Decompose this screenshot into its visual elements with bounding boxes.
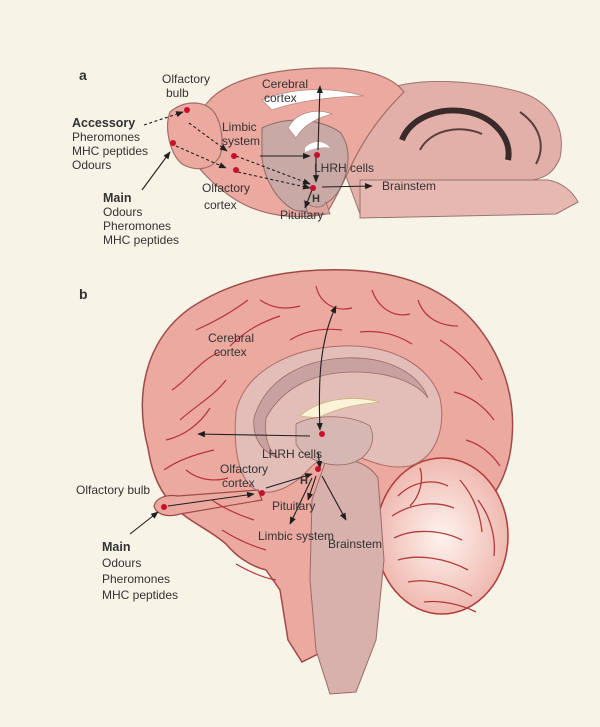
node-hypothalamus-b [315, 466, 321, 472]
arrow-limbic-to-h [235, 155, 311, 185]
arrow-bulb-to-limbic [188, 122, 228, 152]
arrow-to-pituitary [304, 189, 313, 209]
label-pituitary-b: Pituitary [272, 499, 315, 513]
node-lhrh [314, 152, 320, 158]
panel-a-nodes [170, 107, 320, 191]
panel-b-letter: b [79, 286, 88, 302]
label-cerebral-cortex: Cerebral [262, 77, 308, 91]
arrow-to-cortex [316, 85, 323, 151]
rodent-white-matter [305, 142, 330, 152]
label-limbic-system: system [222, 134, 260, 148]
arrow-lhrh-cortex [316, 305, 337, 431]
node-olfactory-bulb-b [161, 504, 167, 510]
panel-b: b [76, 268, 514, 695]
arrow-ocortex-to-h [265, 473, 313, 489]
label-limbic-system-b: Limbic system [258, 529, 334, 543]
arrow-lhrh-to-limbic-front [197, 431, 311, 438]
accessory-item: MHC peptides [72, 144, 148, 158]
cerebellum-fold [419, 128, 483, 151]
accessory-title: Accessory [72, 116, 135, 130]
label-brainstem-b: Brainstem [328, 537, 382, 551]
accessory-item: Pheromones [72, 130, 140, 144]
arrow-accessory-input [143, 111, 184, 126]
node-main-bulb [170, 140, 176, 146]
arrow-to-pituitary [307, 475, 317, 501]
label-olfactory-bulb-b: Olfactory bulb [76, 483, 150, 497]
label-lhrh-cells: LHRH cells [314, 161, 374, 175]
cortical-sulci [163, 285, 501, 581]
main-title-b: Main [102, 540, 130, 554]
label-brainstem: Brainstem [382, 179, 436, 193]
label-lhrh-cells-b: LHRH cells [262, 447, 322, 461]
arrow-ocortex-to-h [237, 171, 311, 190]
main-title-a: Main [103, 191, 131, 205]
arrow-main-input [141, 151, 171, 191]
label-limbic-system: Limbic [222, 120, 257, 134]
label-cerebral-cortex: cortex [264, 91, 297, 105]
label-hypothalamus: H [312, 193, 320, 205]
node-lhrh-b [319, 431, 325, 437]
label-olfactory-cortex-b: cortex [222, 476, 255, 490]
label-olfactory-cortex-b: Olfactory [220, 462, 268, 476]
label-olfactory-cortex: Olfactory [202, 181, 250, 195]
human-cerebellum [375, 457, 509, 615]
cerebellum-fold [399, 107, 512, 161]
label-olfactory-bulb: Olfactory [162, 72, 210, 86]
main-item-b: MHC peptides [102, 588, 178, 602]
rodent-olfactory-bulb [167, 102, 223, 170]
arrow-to-brainstem [321, 475, 347, 521]
panel-b-arrows [129, 305, 347, 535]
rodent-white-matter [261, 89, 365, 111]
node-hypothalamus [310, 185, 316, 191]
main-item-a: Odours [103, 205, 142, 219]
cerebellar-folia [391, 467, 496, 613]
panel-a-arrows [141, 85, 373, 209]
label-hypothalamus-b: H [300, 475, 308, 487]
node-olfactory-cortex [233, 167, 239, 173]
panel-a: a [72, 67, 579, 247]
label-olfactory-bulb: bulb [166, 86, 189, 100]
arrow-to-brainstem [321, 183, 373, 190]
human-brainstem [309, 458, 385, 695]
rodent-deep-structures [261, 119, 349, 212]
arrow-lhrh-to-h [316, 451, 323, 469]
node-limbic [231, 153, 237, 159]
main-item-b: Odours [102, 556, 141, 570]
arrow-main-to-ocortex [175, 145, 227, 169]
arrow-bulb-to-ocortex [167, 491, 255, 507]
main-item-b: Pheromones [102, 572, 170, 586]
panel-b-nodes [161, 431, 325, 510]
node-olfactory-cortex-b [259, 490, 265, 496]
cerebellum-fold [519, 111, 542, 165]
rodent-white-matter [287, 111, 334, 139]
panel-a-letter: a [79, 67, 87, 83]
main-item-a: Pheromones [103, 219, 171, 233]
arrow-to-limbic [289, 477, 313, 525]
arrow-main-input-b [129, 511, 159, 535]
rodent-brainstem [359, 179, 579, 219]
node-accessory-bulb [184, 107, 190, 113]
main-item-a: MHC peptides [103, 233, 179, 247]
label-pituitary: Pituitary [280, 208, 323, 222]
label-cerebral-cortex-b: Cerebral [208, 331, 254, 345]
label-cerebral-cortex-b: cortex [214, 345, 247, 359]
accessory-item: Odours [72, 158, 111, 172]
label-olfactory-cortex: cortex [204, 198, 237, 212]
